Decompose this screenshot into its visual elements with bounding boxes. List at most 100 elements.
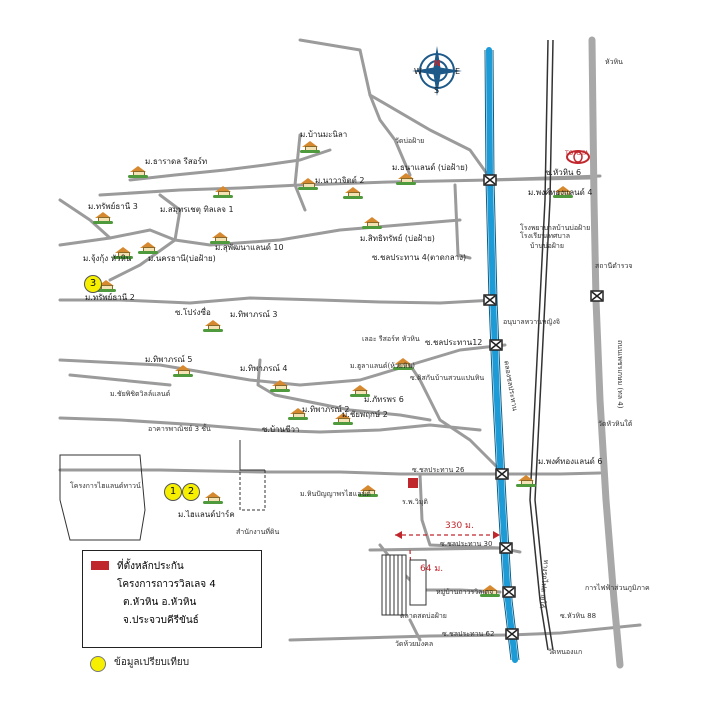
house-icon	[396, 173, 416, 185]
road-a	[128, 148, 332, 182]
label-chaiyapruk2: ม.ชัยพฤกษ์ 2	[342, 410, 388, 419]
label-thiphaporn2: ม.ทิพาภรณ์ 2	[302, 405, 350, 414]
label-phongthong4: ม.พงศ์ทองแลนด์ 4	[528, 188, 593, 197]
house-icon	[213, 186, 233, 198]
label-chonpratan26: ซ.ชลประทาน 26	[412, 466, 465, 474]
road-i	[58, 416, 482, 434]
road-north-1	[298, 38, 412, 177]
label-phongthong6: ม.พงศ์ทองแลนด์ 6	[538, 457, 603, 466]
label-chonpratan62: ซ.ชลประทาน 62	[442, 630, 495, 638]
label-bofai: บ้านบ่อฝ้าย	[530, 242, 564, 250]
legend-project-line1: โครงการถาวรวิลเลจ 4	[117, 579, 216, 590]
road-l	[408, 618, 422, 642]
toyota-logo: TOYOTA	[565, 150, 590, 164]
road-g	[408, 363, 502, 472]
label-temple-right: วัดหัวหินใต้	[598, 420, 633, 428]
label-landtitle: สำนักงานที่ดิน	[236, 528, 280, 536]
legend-compare-label: ข้อมูลเปรียบเทียบ	[114, 657, 190, 668]
house-icon	[362, 217, 382, 229]
label-chonpratan30: ซ.ชลประทาน 30	[440, 540, 493, 548]
road-b2	[158, 193, 182, 242]
label-hinpanya: ม.หินปัญญาพรไฮแลนด์	[300, 490, 371, 498]
compass-e: E	[455, 67, 461, 76]
distance-64-line	[409, 549, 413, 601]
label-bansuan: ซ.ดิสกันบ้านสวนแปนหิน	[410, 374, 485, 382]
road-h	[256, 358, 432, 422]
house-icon	[350, 385, 370, 397]
house-icon	[298, 178, 318, 190]
label-sopsit: ซ.โปร่งซื่อ	[175, 308, 211, 317]
house-icon	[553, 186, 573, 198]
label-police: สถานีตำรวจ	[595, 262, 633, 270]
road-b4	[58, 198, 112, 240]
label-chongkhao: ม.จุ้งกุ้ง หัวหิน	[83, 254, 132, 263]
label-school: โรงเรียนเทศบาล	[520, 232, 571, 240]
label-village2: ม.ชัยพิชิตวิลล์แลนด์	[110, 390, 171, 398]
house-icon	[203, 492, 223, 504]
label-distance-330: 330 ม.	[445, 521, 474, 531]
label-samutchet: ม.สมุทรเชตุ ทิลเลจ 1	[160, 205, 234, 214]
house-icon	[480, 585, 500, 597]
label-supphayanee3: ม.ทรัพย์ธานี 3	[88, 202, 138, 211]
label-hw6: ซ.หัวหิน 6	[545, 168, 582, 177]
label-thiphaporn4: ม.ทิพาภรณ์ 4	[240, 364, 288, 373]
road-d	[453, 183, 472, 260]
label-soi88: ซ.หัวหิน 88	[560, 612, 597, 620]
label-baanmanila: ม.บ้านมะนิลา	[300, 130, 348, 139]
label-thiphaporn5: ม.ทิพาภรณ์ 5	[145, 355, 193, 364]
label-chonpratan12: ซ.ชลประทาน12	[425, 338, 483, 347]
house-icon	[210, 232, 230, 244]
house-icon	[333, 413, 353, 425]
label-supphayanee2: ม.ทรัพย์ธานี 2	[85, 293, 135, 302]
legend-site-label: ที่ตั้งหลักประกัน	[117, 561, 184, 572]
label-electric: การไฟฟ้าส่วนภูมิภาค	[585, 584, 650, 592]
label-thara: ม.ธาราดล รีสอร์ท	[145, 157, 208, 166]
label-nakhonthanee: ม.นครธานี(บ่อฝ้าย)	[148, 254, 216, 263]
house-icon	[93, 212, 113, 224]
label-highland: โครงการไฮแลนด์ทาวน์	[70, 482, 141, 490]
label-phetkasem: ถนนเพชรเกษม (ทล 4)	[616, 340, 624, 409]
road-chonpratan62	[288, 623, 642, 642]
comparison-marker-3[interactable]: 3	[84, 275, 102, 293]
comparison-marker-2[interactable]: 2	[182, 483, 200, 501]
legend-site-swatch	[91, 561, 109, 570]
house-icon	[300, 141, 320, 153]
road-b3	[108, 238, 177, 282]
project-lot	[381, 554, 427, 616]
house-icon	[203, 320, 223, 332]
label-sithsap: ม.สิทธิทรัพย์ (บ่อฝ้าย)	[360, 234, 435, 243]
compass-n: N	[434, 59, 441, 68]
road-e	[58, 296, 497, 305]
label-distance-64: 64 ม.	[420, 564, 444, 574]
label-soilpa: ซ.ชลประทาน 4(ตาดกลาง)	[372, 253, 467, 262]
label-suphayanee10: ม.สุพัฒนาแลนด์ 10	[215, 243, 284, 252]
house-icon	[96, 280, 116, 292]
compass-s: S	[434, 86, 440, 95]
label-market: ตลาดสดบ่อฝ้าย	[400, 612, 447, 620]
house-icon	[393, 358, 413, 370]
label-watbortai: วัดบ่อฝ้าย	[395, 137, 425, 145]
compass-icon: N W E S	[412, 46, 462, 96]
label-kindergarten: อนุบาลหวานหญิงจิ	[503, 318, 561, 326]
house-icon	[138, 242, 158, 254]
comparison-marker-1[interactable]: 1	[164, 483, 182, 501]
label-watnongkae: วัดหนองแก	[548, 648, 583, 656]
label-mooban: หมู่บ้านถาวรวิลเลจ	[436, 588, 494, 596]
toyota-text: TOYOTA	[565, 150, 589, 157]
compass-w: W	[414, 67, 422, 76]
site-marker	[408, 478, 418, 488]
legend-project-line3: จ.ประจวบคีรีขันธ์	[123, 615, 199, 626]
legend-compare-dot	[90, 656, 106, 672]
label-thanaland: ม.ธนาแลนด์ (บ่อฝ้าย)	[392, 163, 468, 172]
house-icon	[270, 380, 290, 392]
house-icon	[343, 187, 363, 199]
house-icon	[173, 365, 193, 377]
road-chonpratan26	[58, 468, 602, 476]
label-nawachit: ม.นาวาจิตต์ 2	[315, 176, 365, 185]
phetkasem-road	[588, 36, 624, 669]
label-thiphaporn3: ม.ทิพาภรณ์ 3	[230, 310, 278, 319]
house-icon	[516, 475, 536, 487]
label-huahin-corner: หัวหิน	[605, 58, 623, 66]
